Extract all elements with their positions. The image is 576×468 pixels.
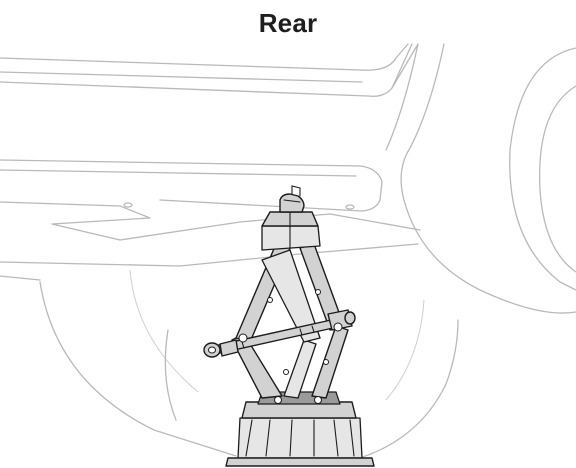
jack-saddle-block	[261, 225, 321, 251]
jack-lower-right-arm	[311, 325, 349, 399]
diagram-title: Rear	[258, 8, 318, 38]
vehicle-body-outline	[0, 43, 576, 459]
jack-pivot-bolt	[238, 333, 248, 343]
jack-base	[237, 417, 363, 459]
scissor-jack	[203, 185, 375, 467]
jack-saddle-tip	[279, 193, 305, 213]
